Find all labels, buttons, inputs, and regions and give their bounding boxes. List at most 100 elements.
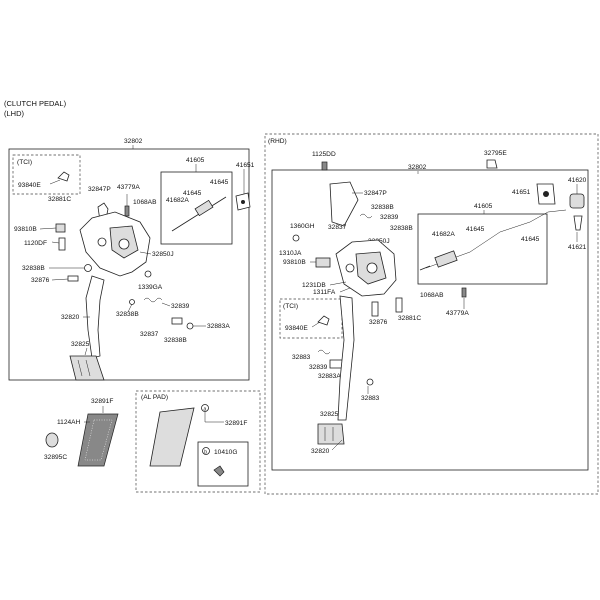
al-pad-sub-box [197, 441, 249, 487]
tci-switch-left-icon [57, 171, 70, 182]
label-32881C: 32881C [48, 196, 71, 203]
rlabel-32825: 32825 [320, 411, 339, 418]
al-pad-group: (AL PAD) a 32891F b 10410G [135, 390, 261, 493]
rlabel-1311FA: 1311FA [313, 289, 336, 296]
label-1120DF: 1120DF [24, 240, 47, 247]
label-32839: 32839 [171, 303, 190, 310]
marker-a-text: a [204, 407, 207, 413]
label-32820: 32820 [61, 314, 80, 321]
label-32891F-b: 32891F [225, 420, 247, 427]
rlabel-1068AB: 1068AB [420, 292, 444, 299]
label-41651: 41651 [236, 162, 255, 169]
rlabel-93840E: 93840E [285, 325, 308, 332]
bushing-32838B-icon [84, 264, 92, 272]
clutch-pipe-icon [425, 209, 567, 269]
clip-10410G-icon [213, 465, 225, 477]
hose-41621-icon [573, 215, 583, 231]
marker-b-text: b [204, 450, 207, 456]
master-cylinder-left-icon [194, 199, 214, 217]
pad-parts: 32891F 1124AH 32895C [44, 398, 119, 467]
bolt-1125DD-icon [321, 161, 328, 171]
label-10410G: 10410G [214, 449, 237, 456]
rlabel-32837: 32837 [328, 224, 347, 231]
stopper-32876-right-icon [371, 301, 379, 317]
rlabel-93810B: 93810B [283, 259, 306, 266]
switch-93810B-right-icon [315, 257, 331, 268]
lhd-assembly: 32802 (TCI) 93840E 41605 41651 41645 416… [8, 138, 255, 381]
label-1339GA: 1339GA [138, 284, 163, 291]
cover-32795E-icon [486, 159, 498, 169]
rlabel-32839: 32839 [380, 214, 399, 221]
label-43779A: 43779A [117, 184, 140, 191]
rod-32883A-right-icon [329, 359, 343, 369]
rlabel-32883: 32883 [292, 354, 311, 361]
lhd-frame [8, 148, 250, 381]
nut-1339GA-icon [144, 270, 152, 278]
label-32847P: 32847P [88, 186, 111, 193]
rlabel-1360GH: 1360GH [290, 223, 315, 230]
label-1068AB: 1068AB [133, 199, 157, 206]
rlabel-1310JA: 1310JA [279, 250, 302, 257]
rlabel-41682A: 41682A [432, 231, 455, 238]
master-cylinder-box-left [160, 171, 233, 245]
label-32876: 32876 [31, 277, 50, 284]
header-title: (CLUTCH PEDAL) [4, 99, 67, 108]
label-32837: 32837 [140, 331, 159, 338]
cap-32895C-icon [45, 432, 59, 448]
tci-label-right: (TCI) [283, 303, 298, 310]
label-1124AH: 1124AH [57, 419, 81, 426]
rlabel-32881C: 32881C [398, 315, 421, 322]
label-32825: 32825 [71, 341, 90, 348]
bracket-32847P-right-icon [329, 181, 359, 227]
rlabel-32847P: 32847P [364, 190, 387, 197]
rlabel-1231DB: 1231DB [302, 282, 326, 289]
rhd-outer-box [264, 133, 599, 495]
master-cylinder-right-icon [434, 250, 458, 268]
rlabel-41645-a: 41645 [466, 226, 485, 233]
label-32838B-a: 32838B [22, 265, 45, 272]
master-cylinder-box-right [417, 213, 548, 285]
label-32802: 32802 [124, 138, 143, 145]
rhd-label: (RHD) [268, 138, 287, 145]
label-41605: 41605 [186, 157, 205, 164]
al-pad-label: (AL PAD) [141, 394, 168, 401]
spring-32839-lower-icon [317, 349, 331, 355]
stopper-32881C-right-icon [395, 297, 403, 313]
marker-b-icon [202, 447, 210, 455]
label-41682A: 41682A [166, 197, 189, 204]
rlabel-32795E: 32795E [484, 150, 507, 157]
rlabel-43779A: 43779A [446, 310, 469, 317]
rhd-frame [271, 169, 589, 471]
label-41645-b: 41645 [183, 190, 202, 197]
rlabel-32876: 32876 [369, 319, 388, 326]
header-subtitle: (LHD) [4, 109, 25, 118]
bolt-43779A-icon [124, 205, 130, 217]
rlabel-41605: 41605 [474, 203, 493, 210]
al-pad-32891F-icon [149, 407, 195, 467]
label-93810B: 93810B [14, 226, 37, 233]
rlabel-32802: 32802 [408, 164, 427, 171]
pedal-pad-32825-icon [69, 355, 105, 381]
label-32895C: 32895C [44, 454, 67, 461]
rlabel-41620: 41620 [568, 177, 587, 184]
rlabel-41645-b: 41645 [521, 236, 540, 243]
marker-a-icon [201, 404, 209, 412]
pedal-arm-32820-icon [85, 275, 105, 359]
tci-box-left [12, 154, 81, 195]
rlabel-41621: 41621 [568, 244, 587, 251]
tci-label-left: (TCI) [17, 159, 32, 166]
stopper-32876-icon [67, 275, 79, 282]
rlabel-41651: 41651 [512, 189, 531, 196]
label-32838B-c: 32838B [164, 337, 187, 344]
rlabel-32883-b: 32883 [361, 395, 380, 402]
label-32850J: 32850J [152, 251, 174, 258]
grommet-1360GH-icon [292, 234, 300, 242]
reservoir-41620-icon [569, 193, 585, 209]
rod-32883A-icon [171, 317, 183, 325]
switch-93810B-icon [55, 223, 66, 233]
rlabel-32839-b: 32839 [309, 364, 328, 371]
spring-32839-left-icon [143, 297, 163, 303]
label-32891F-a: 32891F [91, 398, 113, 405]
rhd-assembly: (RHD) 1125DD 32795E 32802 41620 32847P 4… [264, 133, 599, 495]
